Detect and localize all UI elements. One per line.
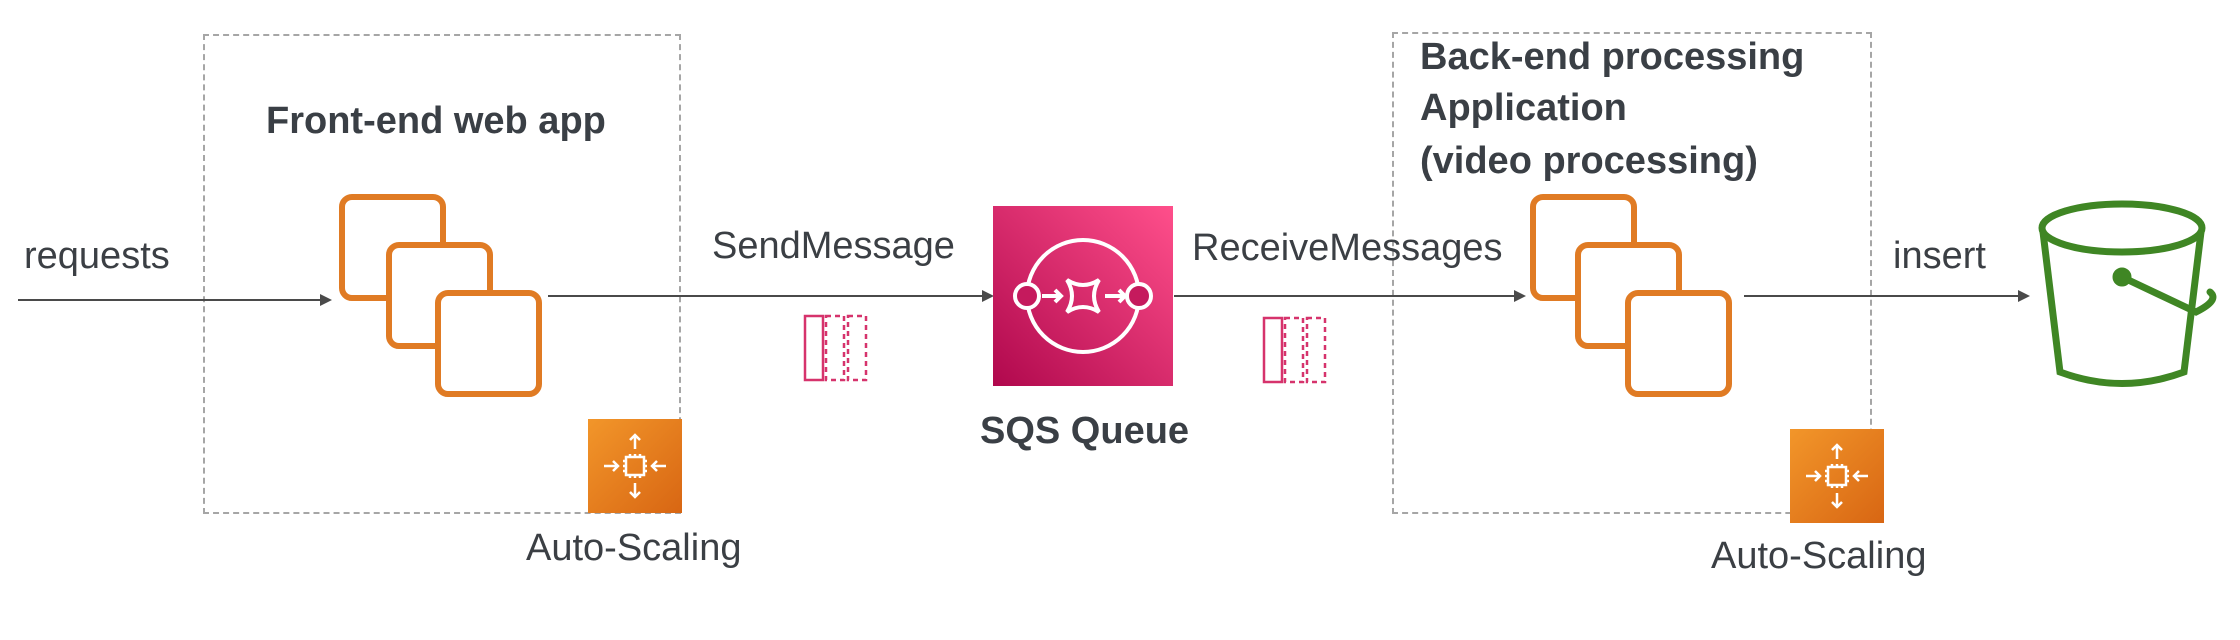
backend-title-line-1: Back-end processing [1420,36,1805,78]
backend-group-box [1392,32,1872,514]
sqs-queue-icon [993,206,1173,386]
frontend-title: Front-end web app [266,100,606,142]
sqs-message-icon [1262,316,1327,384]
ec2-instances-icon [339,194,542,397]
backend-title-line-2: Application [1420,87,1627,129]
backend-title-line-3: (video processing) [1420,140,1758,182]
send-message-label: SendMessage [712,225,955,267]
auto-scaling-icon [1790,429,1884,523]
frontend-group-box [203,34,681,514]
ec2-instances-icon [1530,194,1732,397]
insert-label: insert [1893,235,1986,277]
sqs-queue-title: SQS Queue [980,410,1190,452]
auto-scaling-icon [588,419,682,513]
s3-bucket-icon [2038,200,2217,387]
sqs-message-icon [803,314,868,382]
backend-autoscaling-label: Auto-Scaling [1711,535,1927,577]
frontend-autoscaling-label: Auto-Scaling [526,527,742,569]
receive-messages-label: ReceiveMessages [1192,227,1503,269]
requests-label: requests [24,235,170,277]
